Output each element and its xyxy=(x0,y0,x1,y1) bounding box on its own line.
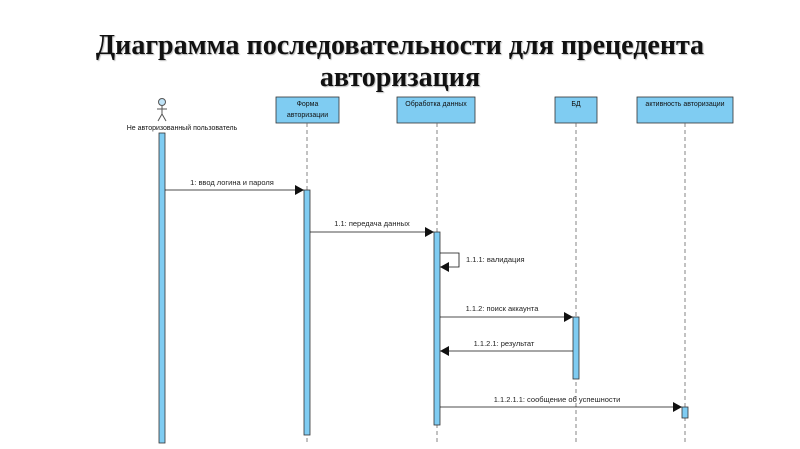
object-form-line1: Форма xyxy=(297,101,319,108)
activation-db xyxy=(572,316,580,380)
message-1-label: 1: ввод логина и пароля xyxy=(190,178,274,187)
activation-proc xyxy=(433,231,441,426)
message-3-label: 1.1.1: валидация xyxy=(466,255,525,264)
object-act-label: активность авторизации xyxy=(645,101,724,108)
activation-act xyxy=(681,406,689,419)
object-db: БД xyxy=(554,96,598,124)
actor-figure xyxy=(157,98,167,122)
object-db-label: БД xyxy=(571,101,581,108)
object-form-line2: авторизации xyxy=(287,112,328,119)
object-proc-label: Обработка данных xyxy=(405,100,467,108)
object-act: активность авторизации xyxy=(636,96,734,124)
message-3-arrow xyxy=(440,252,460,272)
actor-label: Не авторизованный пользователь xyxy=(127,124,238,132)
activation-form xyxy=(303,189,311,436)
title-line-2: авторизация xyxy=(319,62,481,93)
message-5-label: 1.1.2.1: результат xyxy=(474,339,535,348)
message-4-label: 1.1.2: поиск аккаунта xyxy=(466,304,540,313)
object-form: Форма авторизации xyxy=(275,96,340,124)
title-line-1: Диаграмма последовательности для прецеде… xyxy=(95,30,705,61)
object-proc: Обработка данных xyxy=(396,96,476,124)
activation-actor xyxy=(158,132,166,444)
message-6-label: 1.1.2.1.1: сообщение об успешности xyxy=(494,395,621,404)
message-2-label: 1.1: передача данных xyxy=(334,219,410,228)
diagram-title: Диаграмма последовательности для прецеде… xyxy=(0,30,800,94)
